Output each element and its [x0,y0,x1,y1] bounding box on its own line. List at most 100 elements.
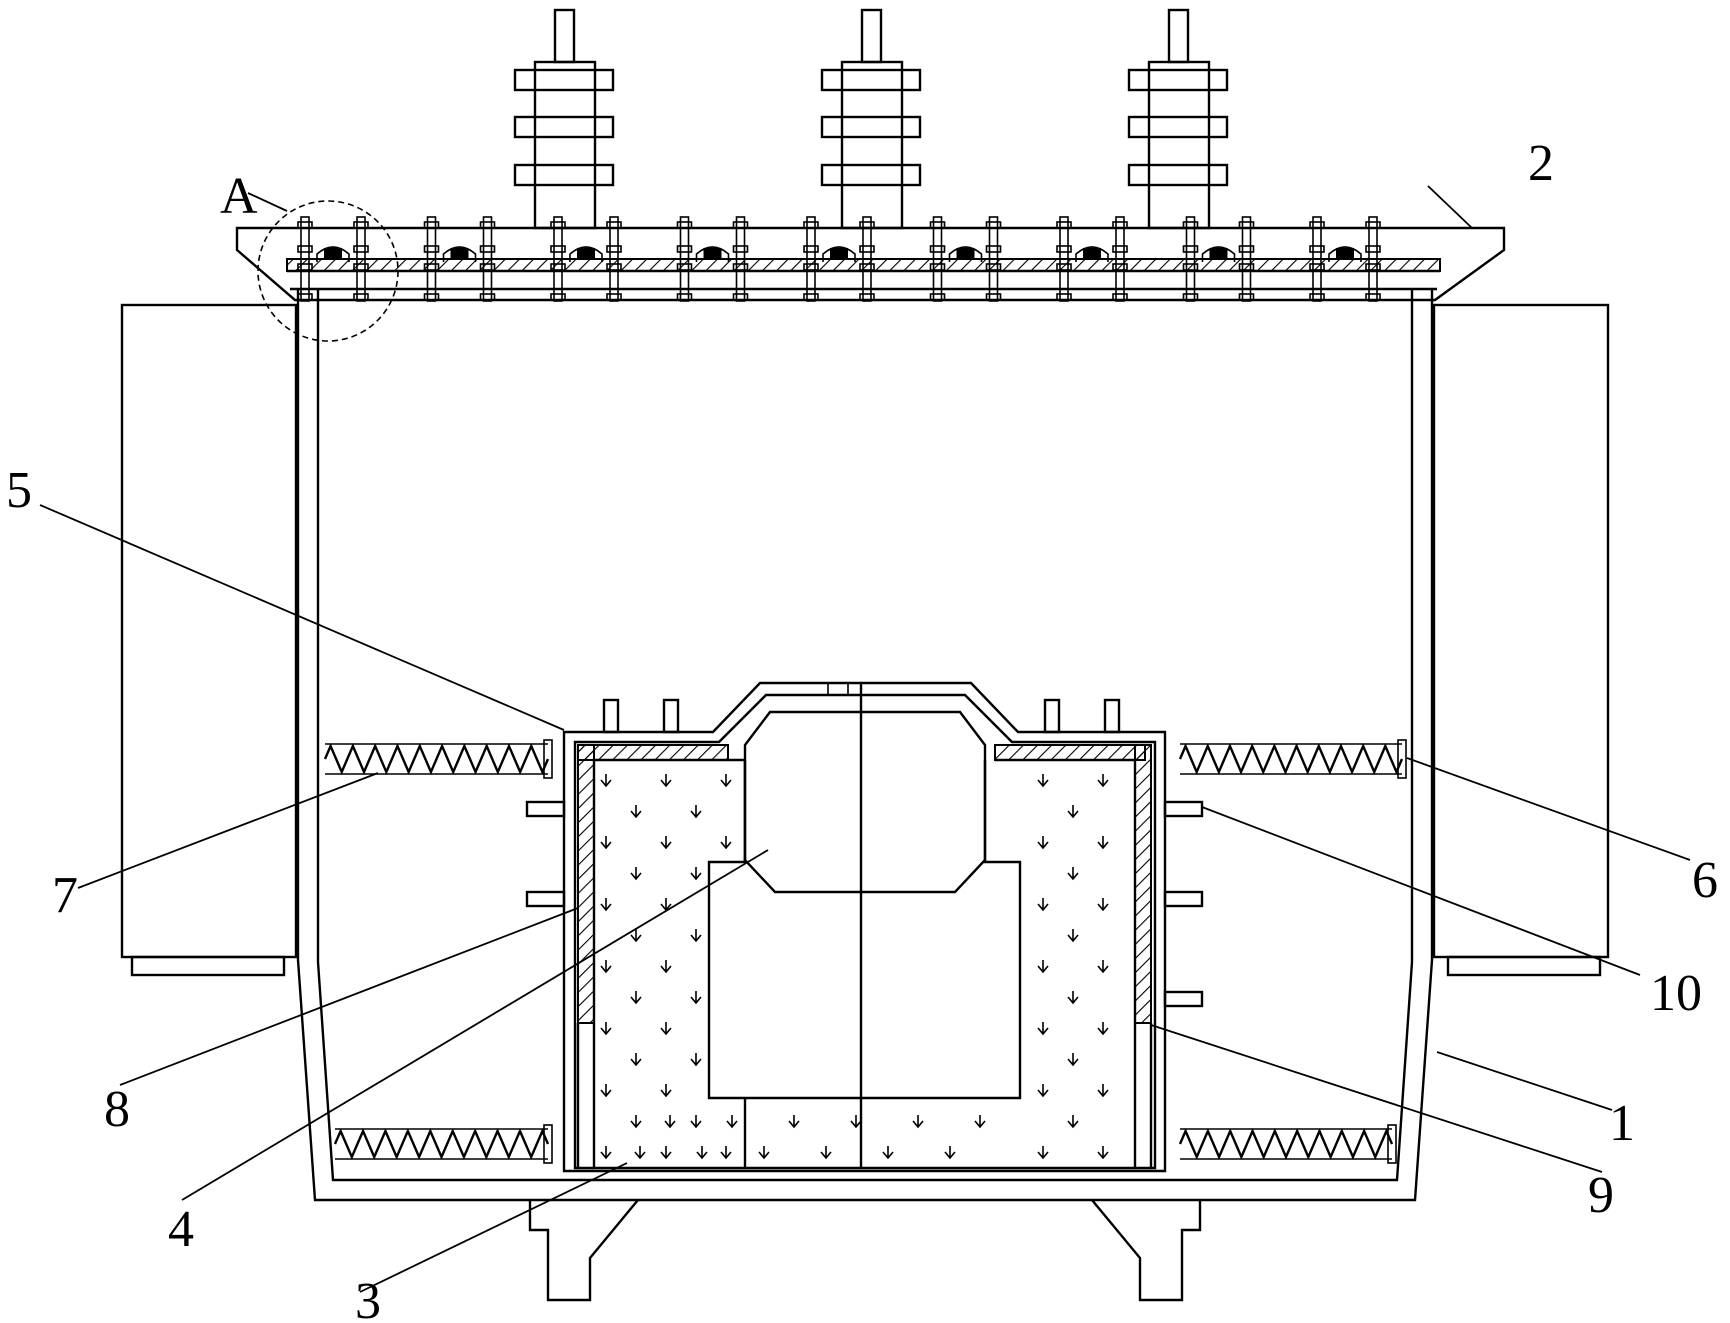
guide-bar [525,890,566,908]
bolt-nut [297,263,313,271]
bolt-nut [732,293,749,301]
seal-cap [1201,246,1236,262]
filler-arrow [912,1115,924,1129]
seal-cap [948,246,983,262]
filler-arrow [660,774,672,788]
filler-arrow [630,1053,642,1067]
bolt-nut [550,293,566,301]
seal-cap [569,246,603,262]
filler-arrow [1037,836,1049,850]
seal-cap [316,246,350,262]
filler-arrow [758,1146,770,1160]
filler-arrow [1037,1022,1049,1036]
filler-arrow [664,1115,676,1129]
filler-arrow [630,867,642,881]
bolt-nut [985,245,1002,253]
bushing-right [1127,8,1229,230]
bolt-nut [929,245,946,253]
bolt-nut [606,245,622,253]
spring-endplate [1387,1124,1397,1164]
spring-endplate [1397,739,1407,779]
bolt-nut [1112,221,1128,229]
seal-core [1209,248,1228,258]
high-voltage-bushings [513,8,1229,230]
top-post [1103,698,1121,734]
filler-arrow [690,991,702,1005]
seal-cap [822,246,856,262]
cover-bolt [1059,216,1069,302]
bolt-nut [479,263,496,271]
bolt-nut [479,293,496,301]
top-post [827,682,849,696]
filler-arrow [600,1146,612,1160]
filler-arrow [630,991,642,1005]
filler-arrow [726,1115,738,1129]
filler-arrow [600,898,612,912]
bolt-nut [929,263,946,271]
spring-lower-left [333,1124,553,1164]
callout-label-10: 10 [1650,965,1702,1022]
filler-arrow [1037,960,1049,974]
seal-core [450,248,469,258]
spring-upper-right [1178,739,1407,779]
callout-label-2: 2 [1528,135,1554,192]
filler-arrow [690,867,702,881]
guide-bar [525,800,566,818]
bolt-nut [353,245,369,253]
bolt-nut [1365,245,1381,253]
filler-arrow [690,929,702,943]
callout-label-4: 4 [168,1201,194,1258]
filler-arrow [630,929,642,943]
filler-arrow [630,805,642,819]
bolt-nut [1309,221,1325,229]
bolt-nut [1182,293,1199,301]
filler-arrow [600,960,612,974]
callout-label-3: 3 [355,1273,381,1323]
callout-label-7: 7 [52,867,78,924]
guide-bar [1163,890,1204,908]
bolt-nut [423,293,440,301]
seal-cap [1075,246,1109,262]
bolt-nut [985,293,1002,301]
guide-bar [1163,800,1204,818]
callout-label-5: 5 [6,462,32,519]
filler-arrow [720,836,732,850]
cover-bolt [735,216,746,302]
bolt-nut [550,245,566,253]
radiator-left [120,303,298,977]
outer-box [562,681,1167,1173]
bolt-nut [606,293,622,301]
cover-bolt [482,216,493,302]
bolt-nut [479,221,496,229]
bolt-nut [803,293,819,301]
filler-arrow [1097,836,1109,850]
cover-bolt [1185,216,1196,302]
callout-label-6: 6 [1692,852,1718,909]
bolt-nut [1309,245,1325,253]
bolt-nut [1238,221,1255,229]
filler-arrow [788,1115,800,1129]
bolt-nut [803,245,819,253]
spring-endplate [543,1124,553,1164]
cover-bolt [1241,216,1252,302]
filler-arrow [1067,929,1079,943]
seal-core [324,248,342,258]
filler-arrow [660,1146,672,1160]
cover-bolt [932,216,943,302]
bolt-nut [353,221,369,229]
seal-cap [1328,246,1362,262]
filler-arrow [1067,1115,1079,1129]
filler-arrow [1097,960,1109,974]
cover-bolt [553,216,563,302]
spring-upper-left [323,739,553,779]
bolt-nut [297,245,313,253]
seal-core [703,248,722,258]
bolt-nut [1182,245,1199,253]
filler-arrow [1067,991,1079,1005]
seal-cap [695,246,730,262]
filler-arrow [1097,898,1109,912]
tank-body [296,290,1434,1202]
bolt-nut [1365,293,1381,301]
bolt-nut [606,263,622,271]
